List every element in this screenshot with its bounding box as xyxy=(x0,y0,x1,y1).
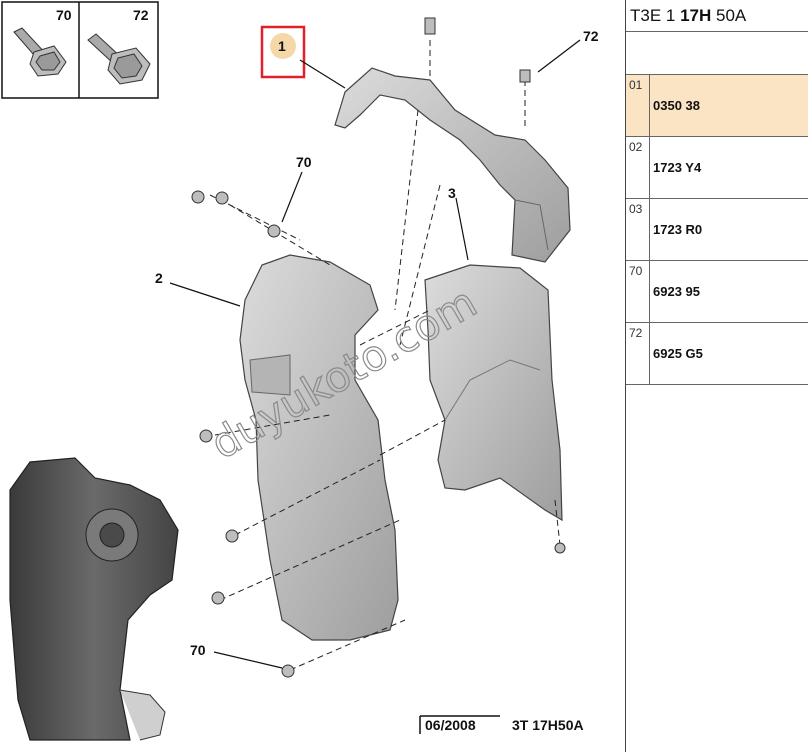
part-index: 01 xyxy=(626,75,650,136)
part-number: 1723 R0 xyxy=(653,222,703,237)
part-row-01[interactable]: 01 0350 38 xyxy=(626,75,808,137)
diagram-canvas: 70 72 1 xyxy=(1,1,599,741)
parts-diagram: 70 72 1 xyxy=(1,0,626,752)
header-bold: 17H xyxy=(680,6,712,25)
callout-label-2[interactable]: 2 xyxy=(155,270,163,286)
hex-screw-icon xyxy=(87,33,151,85)
inset-label-72: 72 xyxy=(133,7,149,23)
footer-date: 06/2008 xyxy=(425,717,476,733)
part-index: 03 xyxy=(626,199,650,260)
fastener-markers xyxy=(191,17,566,678)
part-row-02[interactable]: 02 1723 Y4 xyxy=(626,137,808,199)
header-suffix: 50A xyxy=(716,6,747,25)
part-number: 6925 G5 xyxy=(653,346,703,361)
callout-leader-lines xyxy=(169,39,581,669)
callout-label-70-bottom[interactable]: 70 xyxy=(190,642,206,658)
callout-label-70-top[interactable]: 70 xyxy=(296,154,312,170)
callout-label-1: 1 xyxy=(278,38,286,54)
fastener-inset: 70 72 xyxy=(1,1,159,99)
part-number: 6923 95 xyxy=(653,284,700,299)
panel-header: T3E 1 17H 50A xyxy=(626,0,808,32)
header-prefix: T3E 1 xyxy=(630,6,676,25)
callout-part-1[interactable]: 1 xyxy=(260,25,346,89)
upper-bracket-part xyxy=(334,67,571,263)
part-index: 70 xyxy=(626,261,650,322)
parts-list-panel: T3E 1 17H 50A 01 0350 38 02 1723 Y4 03 1… xyxy=(626,0,808,752)
callout-label-3[interactable]: 3 xyxy=(448,185,456,201)
rear-heat-shield-part xyxy=(424,264,563,522)
turbocharger-assembly xyxy=(9,457,179,741)
front-heat-shield-part xyxy=(239,254,399,641)
part-row-72[interactable]: 72 6925 G5 xyxy=(626,323,808,385)
part-number: 1723 Y4 xyxy=(653,160,702,175)
panel-spacer xyxy=(626,32,808,75)
part-index: 72 xyxy=(626,323,650,384)
part-number: 0350 38 xyxy=(653,98,700,113)
callout-label-72[interactable]: 72 xyxy=(583,28,599,44)
footer-code: 3T 17H50A xyxy=(512,717,584,733)
part-index: 02 xyxy=(626,137,650,198)
hex-flange-bolt-icon xyxy=(13,27,67,77)
part-row-03[interactable]: 03 1723 R0 xyxy=(626,199,808,261)
part-row-70[interactable]: 70 6923 95 xyxy=(626,261,808,323)
assembly-leader-lines xyxy=(209,40,561,671)
inset-label-70: 70 xyxy=(56,7,72,23)
